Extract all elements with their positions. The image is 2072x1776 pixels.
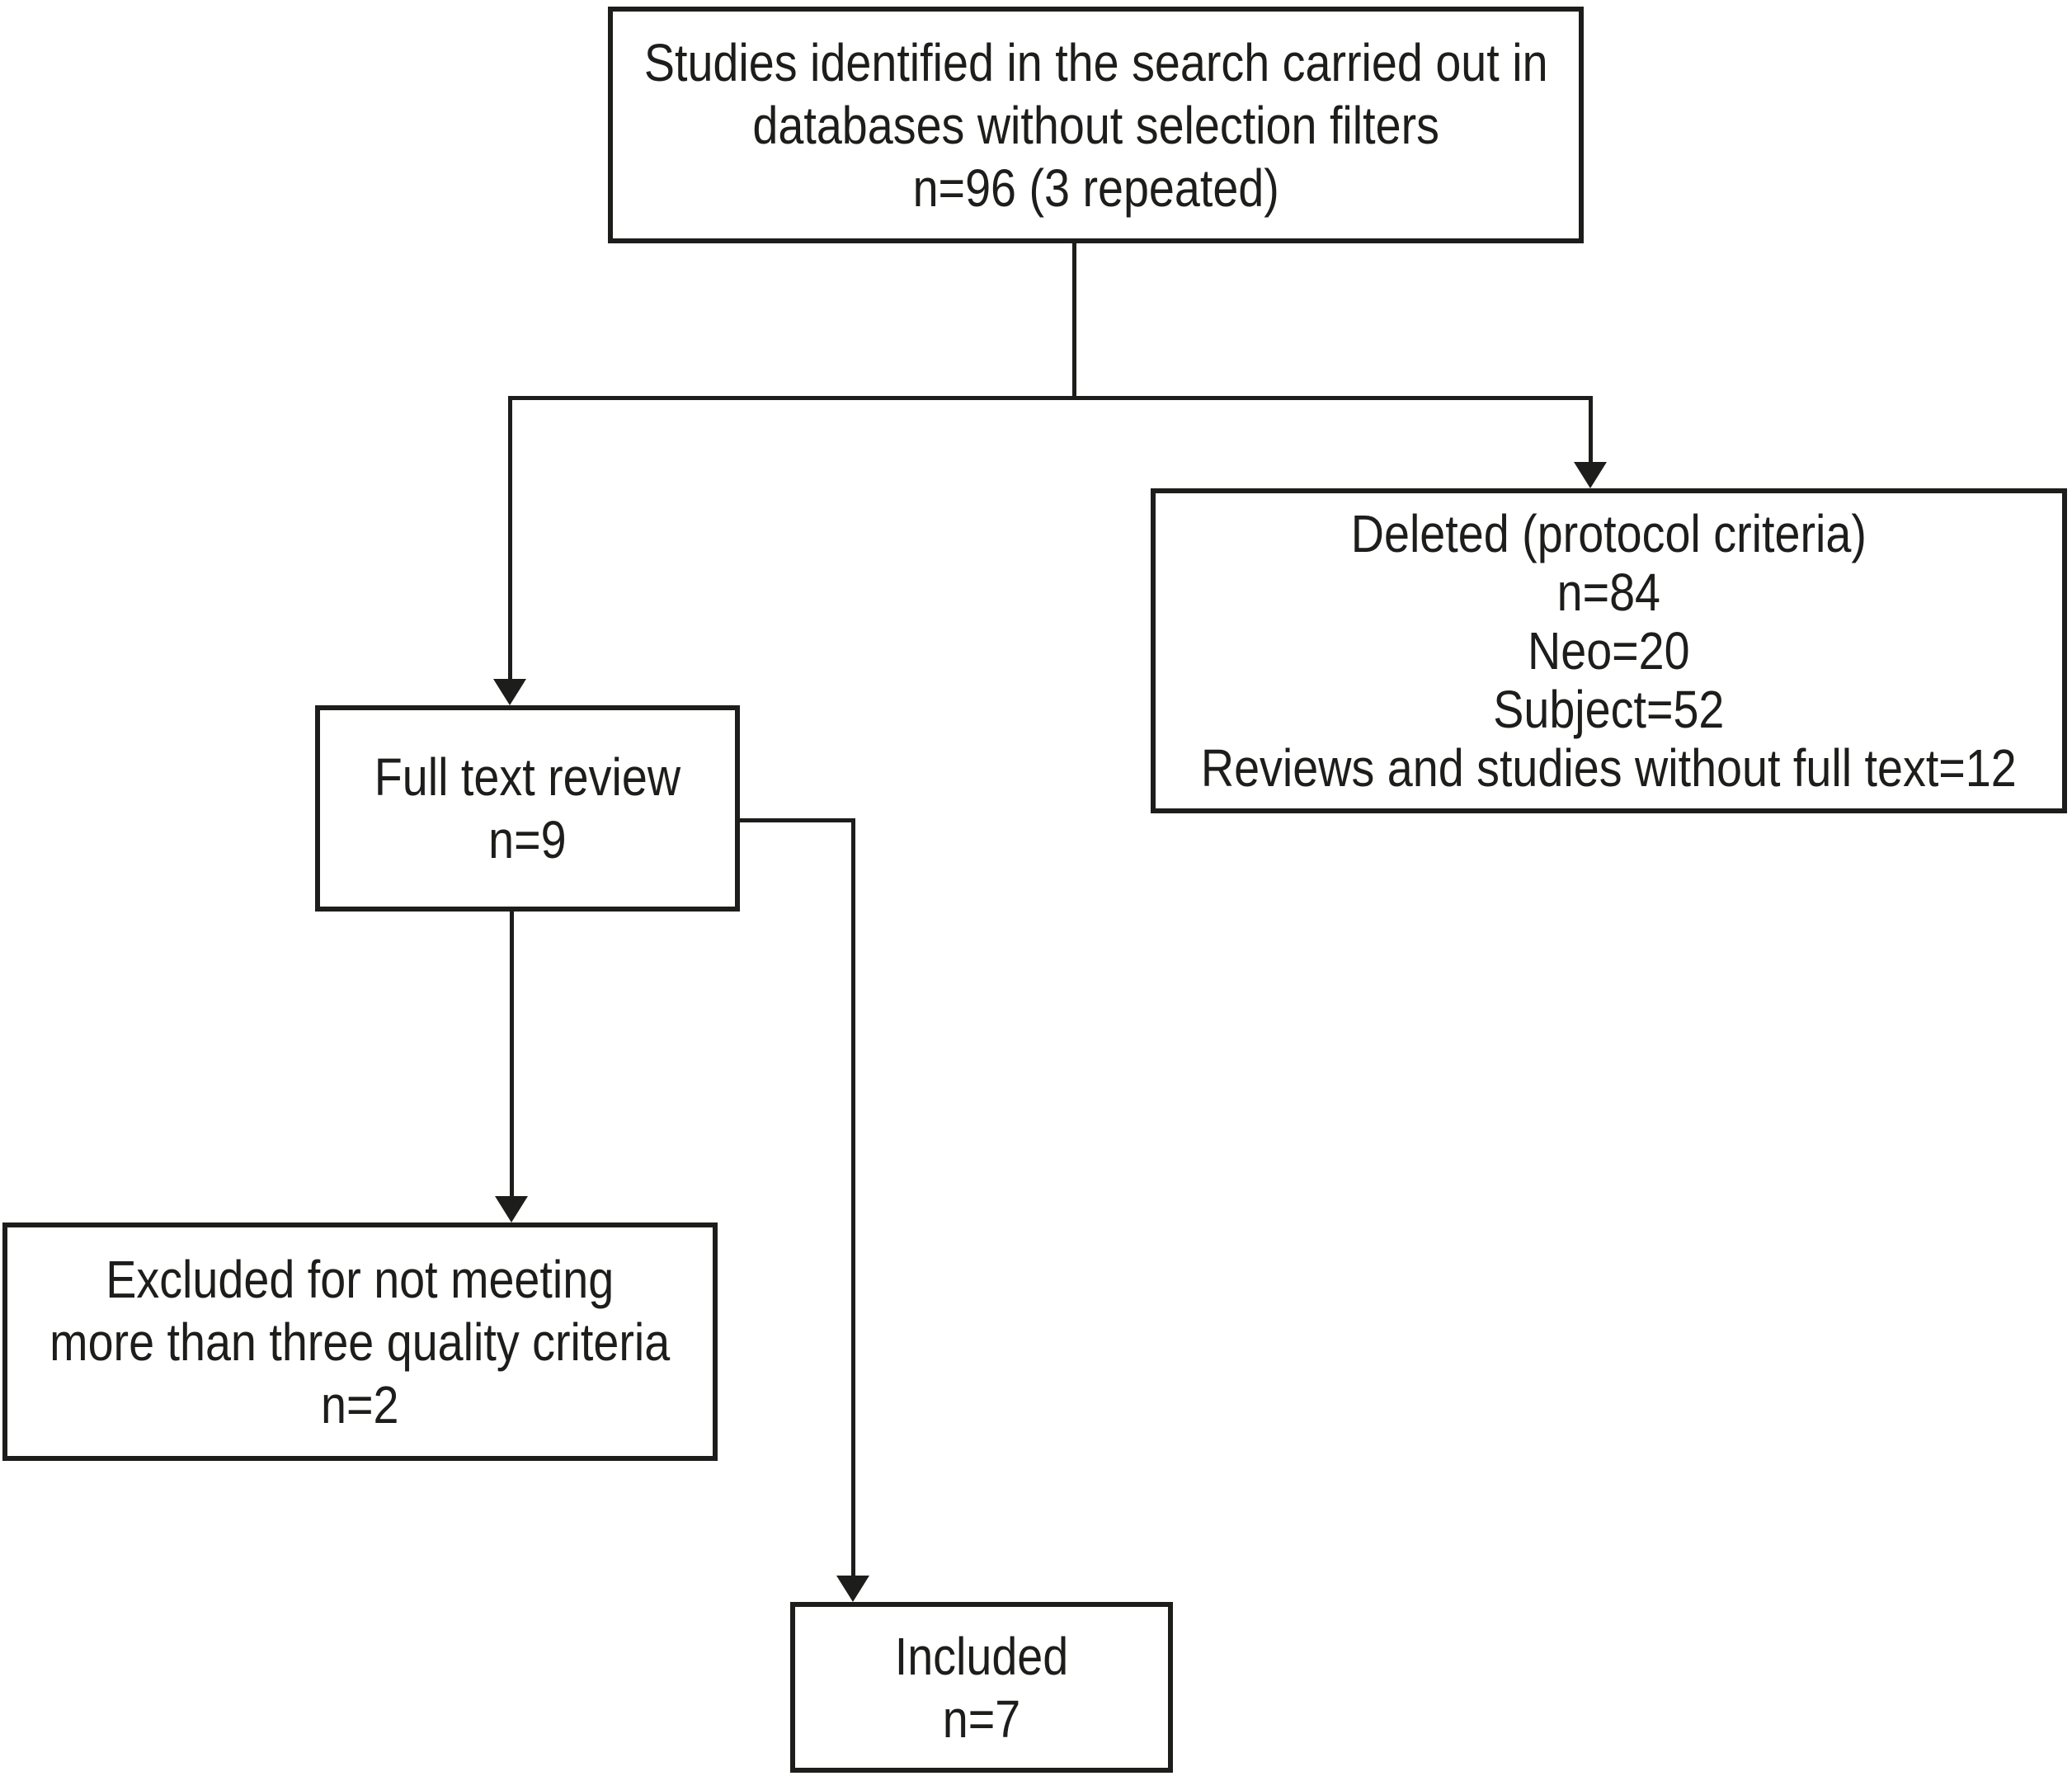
connector-full-text-to-included-vertical <box>851 818 855 1577</box>
excluded-studies-box: Excluded for not meeting more than three… <box>2 1222 718 1461</box>
text-line: databases without selection filters <box>752 95 1439 155</box>
text-line: Deleted (protocol criteria) <box>1350 503 1867 563</box>
connector-drop-to-full-text-review <box>508 396 512 681</box>
text-line: n=2 <box>321 1374 399 1434</box>
connector-branch-bar <box>508 396 1592 400</box>
text-line: more than three quality criteria <box>49 1312 671 1372</box>
included-studies-box: Included n=7 <box>790 1602 1173 1773</box>
connector-drop-to-deleted <box>1589 396 1593 464</box>
included-studies-text: Included n=7 <box>895 1625 1069 1750</box>
text-line: Neo=20 <box>1528 620 1690 681</box>
text-line: n=7 <box>942 1689 1021 1749</box>
deleted-studies-text: Deleted (protocol criteria) n=84 Neo=20 … <box>1201 503 2017 798</box>
identified-studies-text: Studies identified in the search carried… <box>644 31 1548 219</box>
excluded-studies-text: Excluded for not meeting more than three… <box>49 1248 670 1436</box>
text-line: Excluded for not meeting <box>106 1249 615 1309</box>
text-line: n=9 <box>488 810 567 869</box>
text-line: Subject=52 <box>1493 679 1725 739</box>
arrowhead-into-included-icon <box>836 1576 869 1602</box>
text-line: Studies identified in the search carried… <box>643 32 1548 92</box>
arrowhead-into-excluded-icon <box>495 1196 528 1222</box>
text-line: Reviews and studies without full text=12 <box>1201 737 2017 798</box>
connector-full-text-to-included-horizontal <box>736 818 855 822</box>
text-line: Full text review <box>374 747 681 807</box>
connector-stem-from-identified <box>1072 243 1076 400</box>
text-line: n=84 <box>1556 562 1661 622</box>
deleted-studies-box: Deleted (protocol criteria) n=84 Neo=20 … <box>1151 488 2067 813</box>
connector-full-text-to-excluded <box>510 910 514 1199</box>
text-line: n=96 (3 repeated) <box>912 158 1279 218</box>
arrowhead-into-full-text-review-icon <box>493 679 526 705</box>
arrowhead-into-deleted-icon <box>1574 462 1607 488</box>
text-line: Included <box>894 1626 1069 1686</box>
identified-studies-box: Studies identified in the search carried… <box>608 7 1584 243</box>
full-text-review-text: Full text review n=9 <box>374 746 680 871</box>
full-text-review-box: Full text review n=9 <box>315 705 740 912</box>
